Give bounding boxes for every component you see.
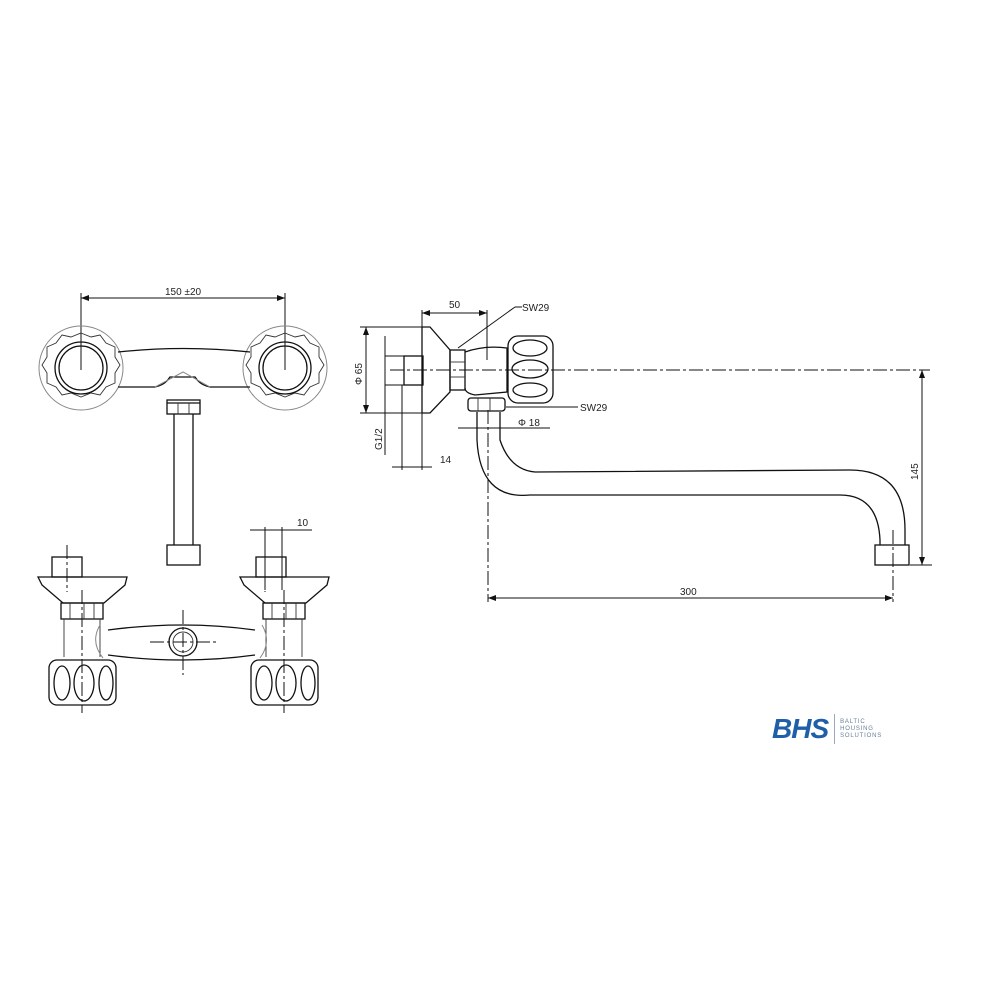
bhs-logo: BHS BALTIC HOUSING SOLUTIONS (772, 713, 882, 745)
dim-connector-offset: 10 (297, 518, 309, 529)
logo-mark: BHS (772, 713, 829, 744)
side-view: Φ 65 G1/2 14 50 SW29 (354, 300, 932, 602)
dim-spout-reach: 300 (680, 587, 697, 598)
dim-spout-diameter: Φ 18 (518, 418, 540, 429)
dim-nut-top: SW29 (522, 303, 550, 314)
logo-divider (834, 714, 836, 744)
logo-tagline: BALTIC HOUSING SOLUTIONS (840, 719, 882, 740)
logo-line-1: BALTIC (840, 718, 866, 725)
dim-handle-spacing: 150 ±20 (165, 287, 202, 298)
logo-line-2: HOUSING (840, 725, 874, 732)
dim-flange-depth: 50 (449, 300, 461, 311)
dim-thread: G1/2 (374, 428, 385, 450)
dim-nut-bottom: SW29 (580, 403, 608, 414)
top-view: 150 ±20 (38, 287, 328, 566)
logo-line-3: SOLUTIONS (840, 732, 882, 739)
dim-spout-height: 145 (910, 463, 921, 480)
front-view: 10 (36, 518, 330, 713)
dim-flange-diameter: Φ 65 (354, 363, 365, 385)
dim-thread-length: 14 (440, 455, 452, 466)
